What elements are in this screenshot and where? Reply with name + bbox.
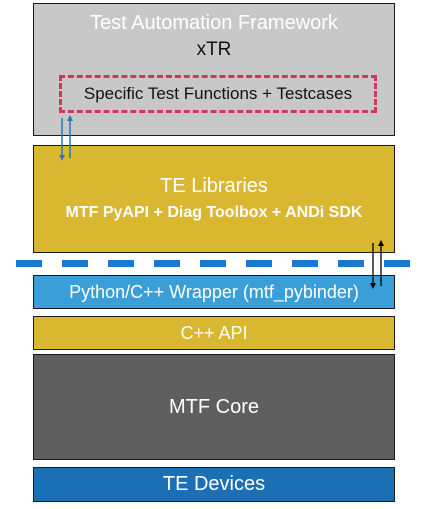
test-automation-framework-layer: Test Automation Framework xTR Specific T… <box>33 3 395 136</box>
cpp-api-layer: C++ API <box>33 316 395 350</box>
te-libraries-layer: TE Libraries MTF PyAPI + Diag Toolbox + … <box>33 145 395 253</box>
libraries-title: TE Libraries <box>160 175 268 198</box>
python-cpp-wrapper-layer: Python/C++ Wrapper (mtf_pybinder) <box>33 275 395 309</box>
framework-title: Test Automation Framework <box>90 12 338 34</box>
te-devices-layer: TE Devices <box>33 467 395 502</box>
wrapper-label: Python/C++ Wrapper (mtf_pybinder) <box>69 281 359 302</box>
te-devices-label: TE Devices <box>162 473 266 495</box>
mtf-core-label: MTF Core <box>169 395 259 418</box>
mtf-core-layer: MTF Core <box>33 354 395 460</box>
libraries-subtitle: MTF PyAPI + Diag Toolbox + ANDi SDK <box>65 204 363 222</box>
cpp-api-label: C++ API <box>180 322 248 343</box>
specific-functions-box: Specific Test Functions + Testcases <box>59 75 377 113</box>
framework-subtitle: xTR <box>196 39 232 60</box>
